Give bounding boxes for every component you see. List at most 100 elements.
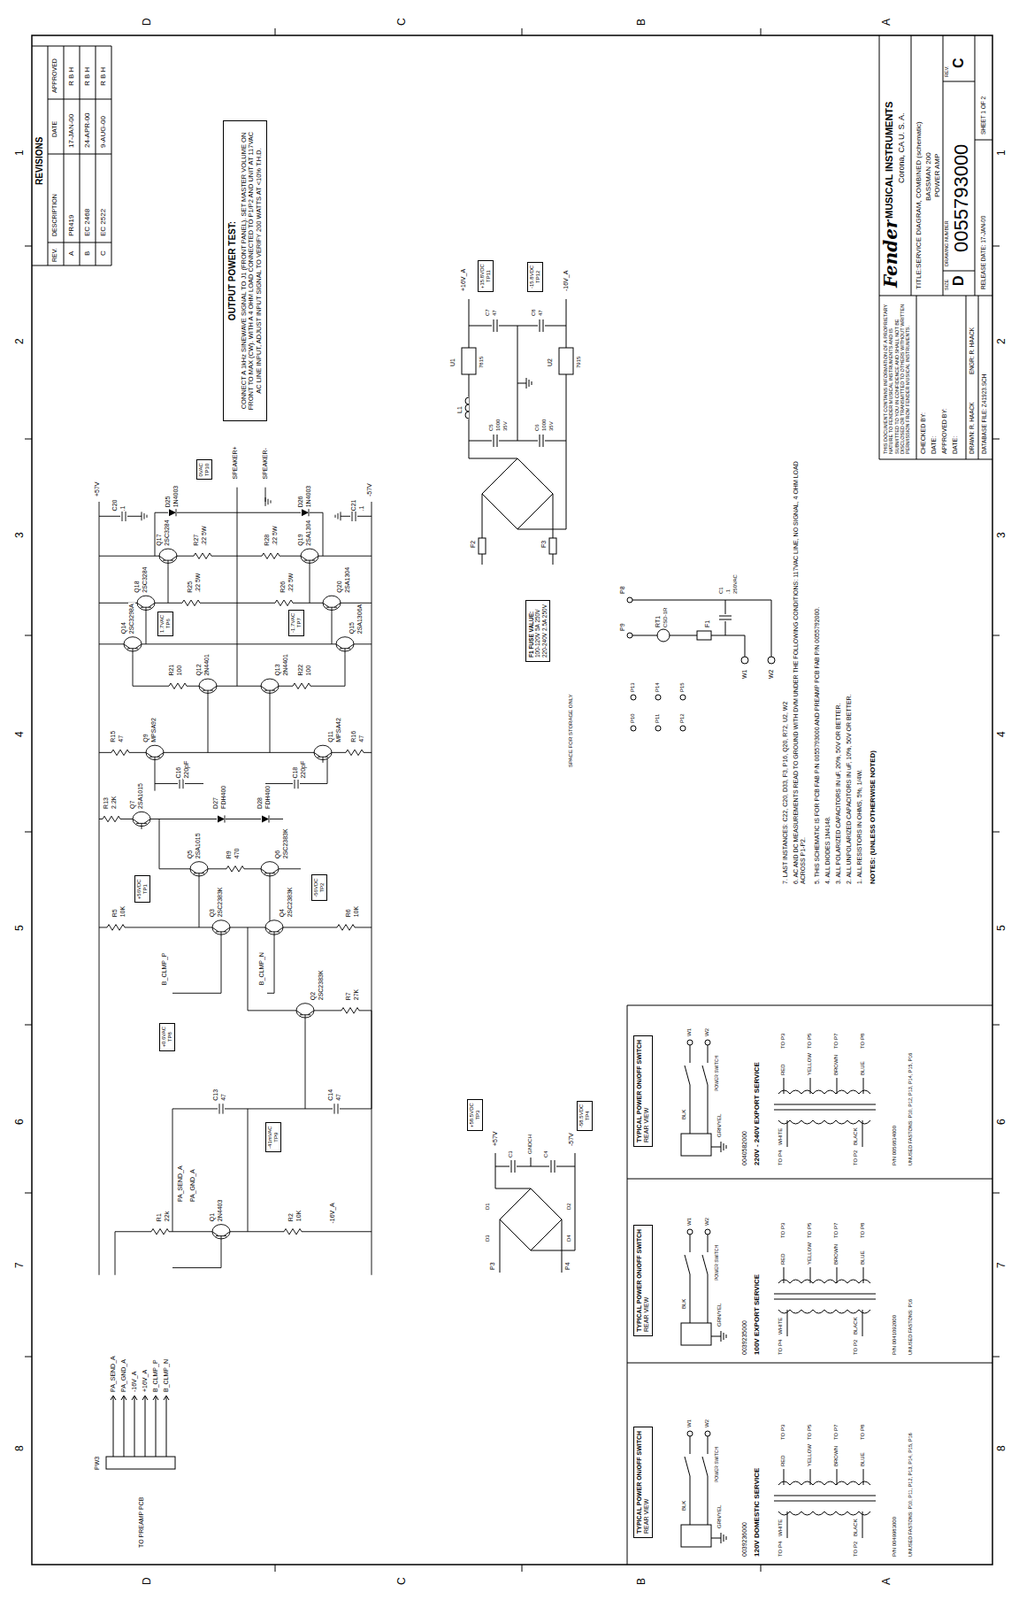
revision-cell: R B H [83, 66, 92, 87]
component-label: C20 [111, 498, 119, 513]
node-heading: -56VDC [313, 877, 320, 897]
test-point: -1.7VACTP7 [288, 609, 305, 636]
component-label: R26 [279, 580, 287, 594]
title-block-text: D [950, 274, 967, 287]
component-label: 27K [352, 988, 361, 1001]
ground [526, 377, 532, 389]
switch-box: TYPICAL POWER ON/OFF SWITCHREAR VIEW [633, 1425, 653, 1538]
low-voltage-supply [461, 298, 574, 565]
revision-cell: EC 2468 [83, 207, 92, 238]
signal-label: W2 [767, 668, 775, 681]
node-heading: TYPICAL POWER ON/OFF SWITCH [635, 1430, 644, 1533]
component-label: C3 [507, 1149, 514, 1158]
title-block-text: RELEASE DATE: 17-JAN-00 [980, 214, 987, 291]
wiring-label: UNUSED FASTONS: P10, P11, P12, P13, P14,… [907, 1367, 913, 1557]
component-label: D27 [212, 796, 220, 810]
signal-label: -16V_A [329, 1201, 337, 1224]
node-heading: OUTPUT POWER TEST: [227, 128, 238, 414]
component-label: 2SC2383K [282, 827, 290, 859]
node-heading: F1 FUSE VALUE: [528, 604, 535, 658]
signal-label: P8 [619, 584, 627, 595]
wiring-label: YELLOW [806, 1241, 813, 1265]
component-label: 1N4003 [172, 484, 180, 509]
signal-label: B_CLMP_N [162, 1357, 170, 1393]
transistor [260, 678, 279, 697]
signal-label: PA_SEND_A [109, 1354, 117, 1393]
wiring-label: BLUE [859, 1059, 866, 1076]
component-label: Q14 [120, 620, 128, 635]
grid-ref: 4 [14, 729, 27, 738]
node-heading: -1.7VAC [290, 612, 297, 633]
inductor-ground [462, 396, 469, 420]
wiring-label: W1 [686, 1026, 693, 1037]
signal-label: P12 [679, 712, 686, 724]
wiring-label: TO P2 [852, 1539, 859, 1557]
grid-ref: B [635, 17, 649, 27]
component-label: Q3 [208, 907, 216, 918]
capacitor [332, 1103, 340, 1113]
node-heading: TYPICAL POWER ON/OFF SWITCH [635, 1228, 644, 1332]
component-label: 2N4403 [216, 1198, 224, 1223]
title-block-text: DATE: [930, 435, 938, 455]
node-heading: +58.5VDC [468, 1102, 476, 1127]
component-label: L1 [456, 405, 464, 414]
connector-body [106, 1455, 176, 1469]
resistor [148, 1227, 170, 1235]
revision-cell: PR419 [67, 214, 76, 238]
test-point: -15.8VDCTP12 [527, 261, 544, 292]
component-label: 2SC3298A [128, 602, 136, 635]
component-label: Q1 [208, 1211, 216, 1222]
test-point: +58.5VDCTP3 [467, 1098, 483, 1131]
resistor [338, 1006, 361, 1014]
component-label: C21 [350, 498, 358, 513]
transistor [137, 595, 155, 613]
grid-ref: 3 [14, 530, 27, 539]
capacitor [292, 778, 300, 789]
transistor [145, 744, 164, 763]
title-block-text: SIZE [943, 278, 950, 292]
wiring-label: W1 [686, 1216, 693, 1226]
component-label: C4 [543, 1149, 550, 1158]
wiring-label: YELLOW [806, 1442, 813, 1467]
node-heading: 1.7VAC [159, 614, 166, 633]
component-label: 1000 [541, 418, 548, 432]
component-label: 10K [119, 904, 127, 918]
fuse [478, 537, 486, 554]
regulator [461, 347, 476, 375]
pin-arrows [110, 1394, 169, 1400]
component-label: 2SA1015 [194, 831, 202, 859]
component-label: Q19 [297, 532, 305, 546]
note-text: 6. AC AND DC MEASUREMENTS READ TO GROUND… [792, 458, 807, 885]
wiring-label: BLUE [859, 1450, 866, 1467]
terminal [741, 656, 749, 664]
wiring-label: TO P3 [780, 1423, 787, 1441]
switch-wiring [681, 1228, 876, 1345]
component-label: .22 5W [200, 524, 208, 546]
wiring-label: TO P8 [859, 1221, 866, 1239]
component-label: R7 [344, 990, 353, 1001]
terminal [627, 632, 633, 638]
test-point: +0.6VACTP8 [159, 1022, 176, 1051]
node-text: REAR VIEW [643, 1228, 651, 1332]
wiring-label: WHITE [777, 1316, 784, 1335]
grid-ref: 3 [996, 530, 1009, 539]
grid-ref: C [396, 16, 409, 27]
resistor [343, 748, 365, 756]
switch-wiring [681, 1430, 876, 1547]
component-label: D3 [484, 1233, 491, 1242]
component-label: CSD-1R [662, 606, 669, 629]
wire [99, 487, 372, 1275]
revision-cell: B [83, 250, 92, 257]
wiring-label: TO P3 [780, 1221, 787, 1239]
revision-cell: REVISIONS [34, 136, 46, 186]
ground [720, 1532, 727, 1543]
transformer [773, 1468, 876, 1538]
wiring-label: GRN/YEL [716, 1302, 723, 1327]
node-heading: 0VAC [198, 462, 205, 476]
component-label: .22 5W [194, 572, 202, 594]
transistor [265, 919, 284, 938]
signal-label: B_CLMP_P [160, 951, 169, 987]
ground [720, 1141, 727, 1152]
node-text: TP1 [142, 878, 149, 899]
grid-ref: 7 [996, 1260, 1009, 1269]
